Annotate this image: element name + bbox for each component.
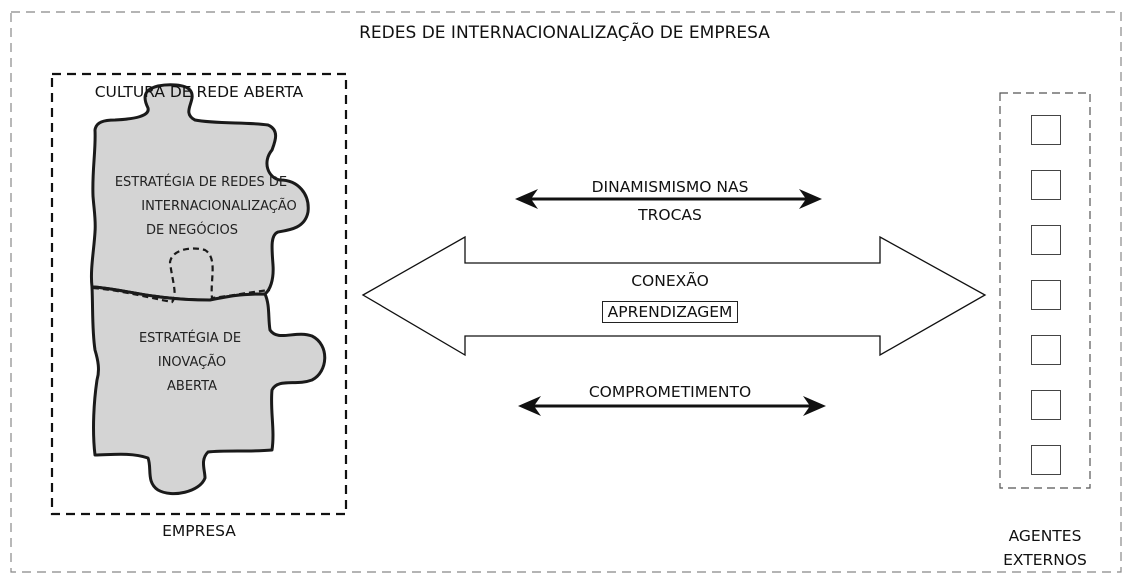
top-double-arrow [515,189,822,209]
piece-top-text: ESTRATÉGIA DE REDES DE INTERNACIONALIZAÇ… [80,171,320,243]
external-agent-box [1031,390,1061,420]
diagram-title: REDES DE INTERNACIONALIZAÇÃO DE EMPRESA [359,23,770,43]
puzzle-icon [89,83,327,495]
external-agent-box [1031,280,1061,310]
external-label-1: AGENTES [1008,527,1082,545]
puzzle-piece-top [89,83,310,302]
big-arrow-label-conexao: CONEXÃO [631,272,709,290]
piece-top-line-1: ESTRATÉGIA DE REDES DE [114,175,288,190]
company-top-label: CULTURA DE REDE ABERTA [94,83,304,101]
piece-bottom-line-3: ABERTA [167,379,217,394]
piece-top-line-2: INTERNACIONALIZAÇÃO [141,199,297,214]
piece-bottom-text: ESTRATÉGIA DE INOVAÇÃO ABERTA [100,327,280,399]
external-agent-box [1031,335,1061,365]
bottom-double-arrow [518,396,826,416]
external-agents-box [999,92,1091,489]
puzzle-piece-bottom [90,285,327,495]
piece-top-line-3: DE NEGÓCIOS [146,223,238,238]
big-arrow-label-aprendizagem: APRENDIZAGEM [601,301,739,323]
external-agent-box [1031,115,1061,145]
top-arrow-label-2: TROCAS [638,206,702,224]
big-double-arrow [361,235,987,357]
bottom-arrow-label: COMPROMETIMENTO [588,383,752,401]
external-label-2: EXTERNOS [1003,551,1087,569]
top-arrow-label-1: DINAMISMISMO NAS [591,178,749,196]
external-agent-box [1031,225,1061,255]
piece-bottom-line-1: ESTRATÉGIA DE [138,331,242,346]
external-agent-box [1031,170,1061,200]
company-bottom-label: EMPRESA [162,522,236,540]
piece-bottom-line-2: INOVAÇÃO [157,355,227,370]
big-arrow-label-wrap: APRENDIZAGEM [520,301,820,323]
company-box [50,72,348,516]
external-agent-box [1031,445,1061,475]
outer-frame [10,11,1122,573]
